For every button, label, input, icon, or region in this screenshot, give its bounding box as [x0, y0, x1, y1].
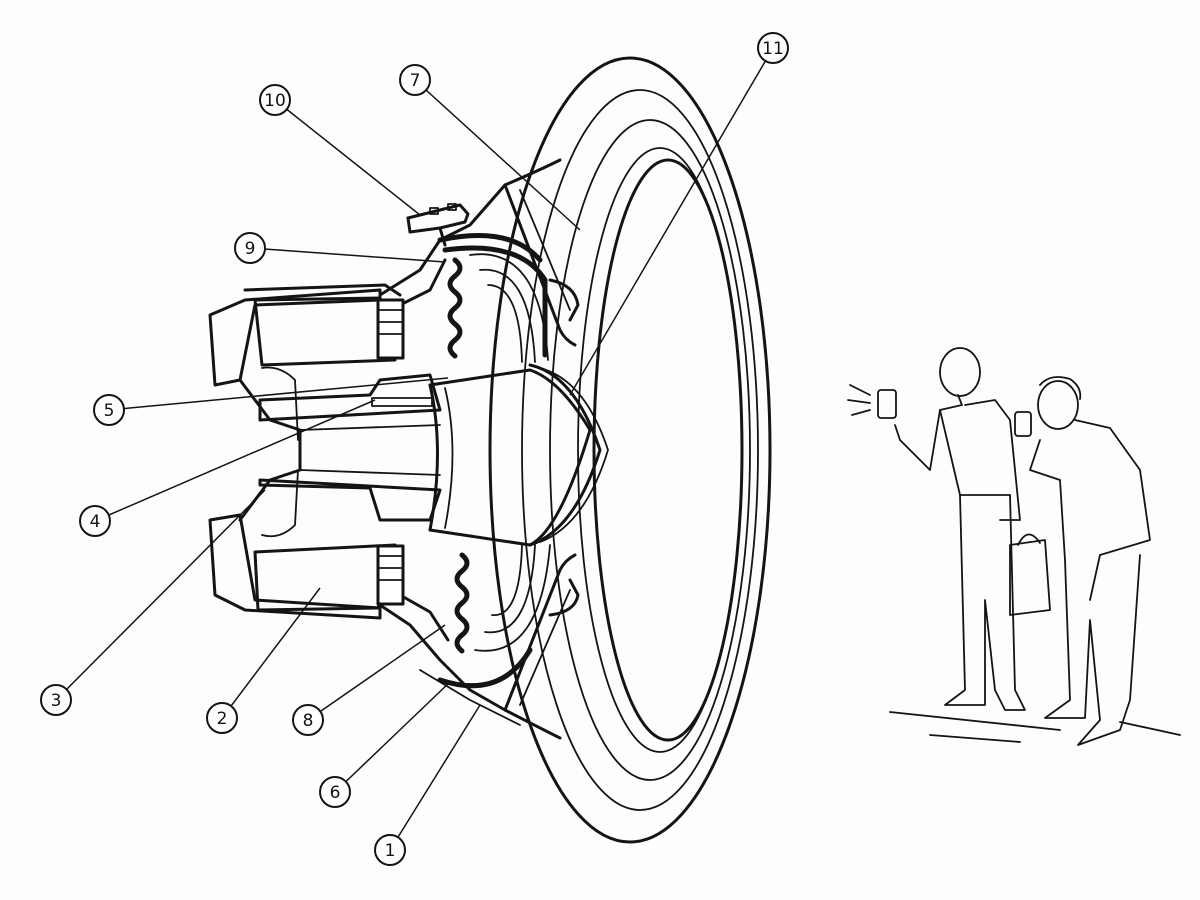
- dust-cap: [528, 363, 609, 547]
- svg-text:8: 8: [303, 711, 314, 731]
- svg-text:1: 1: [385, 841, 396, 861]
- pole-piece: [428, 368, 592, 547]
- svg-text:3: 3: [51, 691, 62, 711]
- callout-marker-7: 7: [399, 64, 431, 96]
- svg-text:2: 2: [217, 709, 228, 729]
- speaker-drawing: [208, 56, 772, 844]
- phone-icon: [877, 389, 897, 419]
- svg-text:10: 10: [264, 91, 286, 111]
- callout-markers: 1 2 3 4 5 6 7 8: [40, 32, 789, 866]
- person-bald-with-phone: [847, 347, 1026, 711]
- leader-lines: [55, 47, 774, 851]
- callout-marker-6: 6: [319, 776, 351, 808]
- spider-lower: [437, 544, 551, 689]
- svg-text:4: 4: [90, 512, 101, 532]
- svg-text:6: 6: [330, 783, 341, 803]
- callout-marker-10: 10: [259, 84, 291, 116]
- spider-upper: [437, 233, 549, 363]
- svg-text:5: 5: [104, 401, 115, 421]
- callout-marker-5: 5: [93, 394, 125, 426]
- callout-marker-11: 11: [757, 32, 789, 64]
- speaker-cone: [503, 158, 580, 740]
- handbag-icon: [1009, 539, 1051, 616]
- callout-marker-2: 2: [206, 702, 238, 734]
- person-bearded-with-phone: [1009, 376, 1151, 746]
- voice-coil: [258, 373, 442, 522]
- speaker-basket: [378, 183, 521, 726]
- magnet: [253, 296, 405, 612]
- callout-marker-9: 9: [234, 232, 266, 264]
- callout-marker-3: 3: [40, 684, 72, 716]
- svg-text:11: 11: [762, 39, 784, 59]
- people-illustration: [847, 347, 1181, 746]
- callout-marker-8: 8: [292, 704, 324, 736]
- callout-marker-4: 4: [79, 505, 111, 537]
- pole-plates: [208, 283, 402, 620]
- phone-icon: [1014, 411, 1032, 437]
- svg-text:9: 9: [245, 239, 256, 259]
- svg-text:7: 7: [410, 71, 421, 91]
- callout-marker-1: 1: [374, 834, 406, 866]
- terminal-connector: [406, 203, 470, 247]
- speaker-surround: [488, 56, 772, 844]
